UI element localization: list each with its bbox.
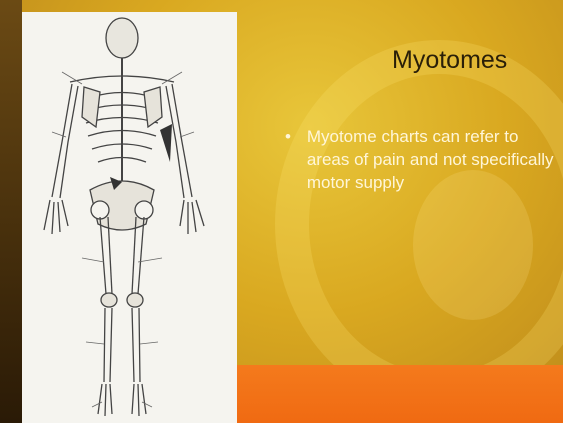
left-edge (0, 0, 22, 423)
bullet-item: • Myotome charts can refer to areas of p… (285, 125, 555, 194)
bullet-marker: • (285, 125, 307, 148)
skeleton-illustration (22, 12, 237, 423)
slide-title: Myotomes (392, 46, 507, 75)
skeleton-image (22, 12, 237, 423)
bullet-text: Myotome charts can refer to areas of pai… (307, 125, 555, 194)
bullet-list: • Myotome charts can refer to areas of p… (285, 125, 555, 194)
